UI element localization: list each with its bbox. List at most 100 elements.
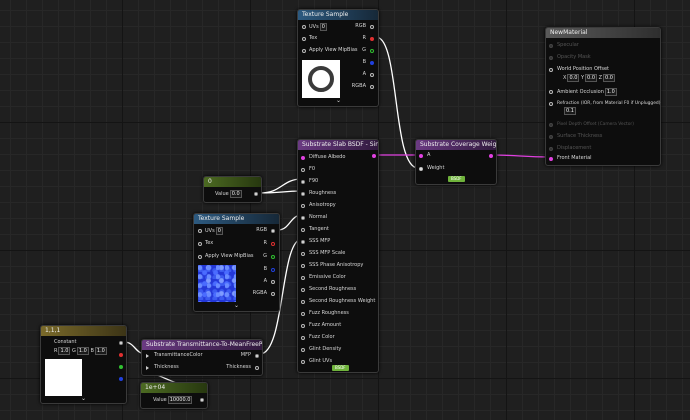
out-g-label: G	[362, 47, 366, 53]
out-r-pin[interactable]	[370, 37, 374, 41]
coverage-output-pin[interactable]	[489, 154, 493, 158]
substrate-slab-node[interactable]: Substrate Slab BSDF - Single Diffuse Alb…	[297, 139, 379, 373]
slab-input-label: Diffuse Albedo	[309, 154, 346, 160]
a-pin[interactable]	[419, 154, 423, 158]
slab-input-pin[interactable]	[301, 348, 305, 352]
output-pin[interactable]	[200, 398, 204, 402]
out-rgb-pin[interactable]	[271, 229, 275, 233]
value-field[interactable]: 0.0	[229, 190, 242, 198]
mip-label: Apply View MipBias	[205, 253, 254, 259]
wpo-z-field[interactable]: 0.0	[603, 74, 615, 82]
out-rgb-pin[interactable]	[119, 341, 123, 345]
slab-input-pin[interactable]	[301, 204, 305, 208]
mip-pin[interactable]	[302, 49, 306, 53]
slab-input-label: Anisotropy	[309, 202, 336, 208]
texture-preview	[302, 60, 340, 98]
out-rgba-pin[interactable]	[271, 292, 275, 296]
out-rgb-pin[interactable]	[370, 25, 374, 29]
slab-input-pin[interactable]	[301, 240, 305, 244]
pdo-pin[interactable]	[549, 123, 553, 127]
out-g-pin[interactable]	[119, 365, 123, 369]
transmittance-to-mfp-node[interactable]: Substrate Transmittance-To-MeanFreePath …	[141, 339, 263, 376]
slab-output-pin[interactable]	[372, 154, 376, 158]
new-material-node[interactable]: NewMaterial Specular Opacity Mask World …	[545, 27, 661, 166]
slab-input-pin[interactable]	[301, 228, 305, 232]
wpo-pin[interactable]	[549, 68, 553, 72]
slab-input-label: F90	[309, 178, 319, 184]
ao-label: Ambient Occlusion	[557, 89, 604, 95]
ao-field[interactable]: 1.0	[604, 88, 617, 96]
b-field[interactable]: 1.0	[94, 347, 107, 355]
out-b-label: B	[263, 266, 267, 272]
out-a-pin[interactable]	[370, 73, 374, 77]
out-a-pin[interactable]	[271, 280, 275, 284]
out-rgba-pin[interactable]	[370, 85, 374, 89]
out-b-pin[interactable]	[370, 61, 374, 65]
out-r-pin[interactable]	[271, 242, 275, 246]
uvs-value[interactable]: 0	[319, 23, 327, 31]
wire-scalar-to-f90	[259, 178, 303, 194]
specular-pin[interactable]	[549, 44, 553, 48]
slab-input-pin[interactable]	[301, 156, 305, 160]
weight-pin[interactable]	[419, 167, 423, 171]
mip-pin[interactable]	[198, 255, 202, 259]
refraction-pin[interactable]	[549, 102, 553, 106]
out-r-pin[interactable]	[119, 353, 123, 357]
slab-input-pin[interactable]	[301, 276, 305, 280]
displacement-pin[interactable]	[549, 147, 553, 151]
slab-input-pin[interactable]	[301, 168, 305, 172]
mfp-out-pin[interactable]	[255, 354, 259, 358]
value-field[interactable]: 10000.0	[167, 396, 193, 404]
surface-thickness-pin[interactable]	[549, 135, 553, 139]
out-b-pin[interactable]	[119, 377, 123, 381]
refraction-field[interactable]: 0.1	[564, 107, 576, 115]
front-material-pin[interactable]	[549, 157, 553, 161]
coverage-weight-node[interactable]: Substrate Coverage Weight A Weight BSDF	[415, 139, 497, 185]
slab-input-pin[interactable]	[301, 324, 305, 328]
slab-input-pin[interactable]	[301, 252, 305, 256]
slab-input-pin[interactable]	[301, 192, 305, 196]
node-title: NewMaterial	[546, 28, 660, 38]
front-material-label: Front Material	[557, 155, 592, 161]
slab-input-pin[interactable]	[301, 180, 305, 184]
node-title: 1e+04	[141, 383, 207, 393]
wpo-y-field[interactable]: 0.0	[585, 74, 597, 82]
out-g-pin[interactable]	[370, 49, 374, 53]
thickness-out-pin[interactable]	[255, 366, 259, 370]
tex-pin[interactable]	[302, 37, 306, 41]
ao-pin[interactable]	[549, 90, 553, 94]
wpo-x-field[interactable]: 0.0	[567, 74, 580, 82]
transmittance-color-label: TransmittanceColor	[154, 352, 203, 358]
node-title: Substrate Coverage Weight	[416, 140, 496, 150]
slab-input-pin[interactable]	[301, 216, 305, 220]
uvs-pin[interactable]	[302, 25, 306, 29]
transmittance-color-pin[interactable]	[146, 354, 149, 358]
slab-input-pin[interactable]	[301, 300, 305, 304]
expand-chevron-icon[interactable]: ⌄	[81, 395, 87, 402]
out-g-pin[interactable]	[271, 255, 275, 259]
node-title: Substrate Transmittance-To-MeanFreePath	[142, 340, 262, 350]
out-b-label: B	[362, 59, 366, 65]
expand-chevron-icon[interactable]: ⌄	[234, 302, 240, 309]
slab-input-pin[interactable]	[301, 360, 305, 364]
r-field[interactable]: 1.0	[58, 347, 71, 355]
out-b-pin[interactable]	[271, 268, 275, 272]
opacity-mask-pin[interactable]	[549, 56, 553, 60]
thickness-in-pin[interactable]	[146, 366, 149, 370]
slab-input-pin[interactable]	[301, 336, 305, 340]
output-pin[interactable]	[254, 192, 258, 196]
tex-pin[interactable]	[198, 242, 202, 246]
slab-input-pin[interactable]	[301, 288, 305, 292]
slab-input-pin[interactable]	[301, 312, 305, 316]
expand-chevron-icon[interactable]: ⌄	[336, 97, 342, 104]
slab-input-pin[interactable]	[301, 264, 305, 268]
g-field[interactable]: 1.0	[76, 347, 89, 355]
uvs-value[interactable]: 0	[215, 227, 223, 235]
uvs-pin[interactable]	[198, 229, 202, 233]
thickness-in-label: Thickness	[154, 364, 179, 370]
